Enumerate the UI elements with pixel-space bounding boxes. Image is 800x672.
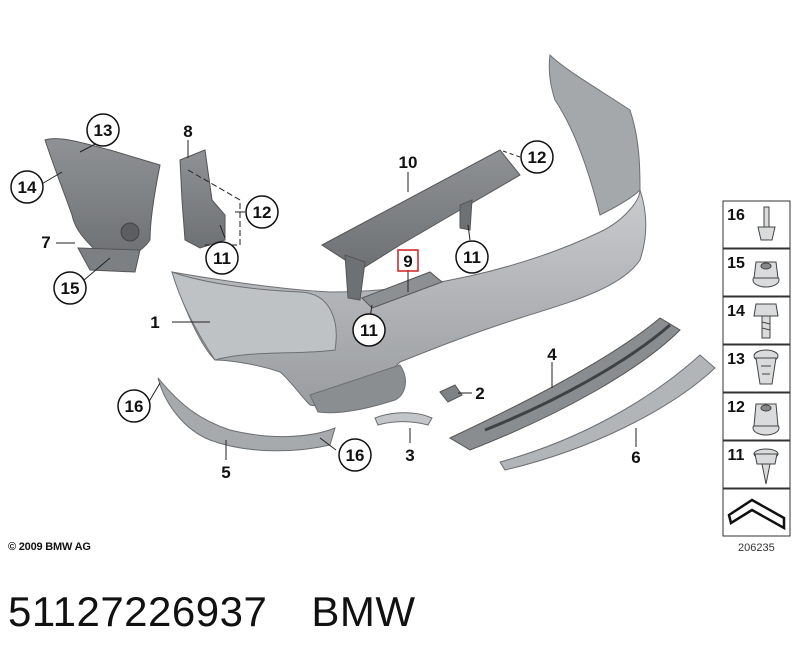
callout-6: 6: [631, 448, 640, 467]
callout-11-left: 11: [213, 249, 231, 268]
callout-9: 9: [403, 252, 412, 271]
left-bracket-part: [44, 138, 161, 273]
trim-3-part: [374, 412, 433, 426]
highlight-box-9: [397, 249, 419, 272]
screw-icon: [753, 448, 779, 485]
brand-name: BMW: [311, 588, 416, 635]
callout-16-right: 16: [346, 446, 365, 465]
callouts: 13 14 15 11 12 12 11 11 16 16 1 2 3 4 5 …: [10, 113, 641, 482]
guide-bracket-part: [179, 149, 226, 249]
callout-8: 8: [183, 122, 192, 141]
callout-3: 3: [405, 446, 414, 465]
callout-12-left: 12: [253, 203, 272, 222]
legend-item-15: 15: [727, 255, 745, 272]
callout-13: 13: [94, 121, 113, 140]
part-number: 51127226937: [8, 588, 268, 635]
callout-15: 15: [61, 279, 80, 298]
trim-strip-6-part: [499, 354, 716, 471]
legend-item-11: 11: [728, 447, 745, 464]
callout-1: 1: [150, 313, 159, 332]
carrier-part: [321, 149, 521, 301]
fastener-legend: 16 15 14 13 12 11: [722, 200, 791, 537]
callout-10: 10: [399, 153, 418, 172]
leader-lines: [39, 139, 637, 460]
reinforcement-part-9: [361, 271, 443, 309]
hex-nut-icon: [752, 403, 780, 436]
callout-7: 7: [41, 233, 50, 252]
callout-11-right: 11: [463, 248, 481, 267]
callout-11-center: 11: [360, 321, 378, 340]
flange-nut-icon: [752, 261, 780, 288]
hex-bolt-icon: [753, 303, 779, 339]
callout-4: 4: [547, 345, 557, 364]
copyright-notice: © 2009 BMW AG: [8, 541, 91, 553]
legend-item-14: 14: [727, 303, 745, 320]
bumper-trim-panel: [171, 53, 647, 414]
clip-2-part: [439, 384, 463, 403]
quantity-symbol-icon: [727, 498, 786, 531]
diffuser-4-part: [448, 317, 681, 451]
diagram-id: 206235: [738, 542, 775, 554]
part-caption: 51127226937 BMW: [8, 588, 459, 636]
callout-5: 5: [221, 463, 230, 482]
callout-14: 14: [18, 178, 37, 197]
callout-2: 2: [475, 384, 484, 403]
expansion-rivet-icon: [757, 206, 776, 241]
callout-12-right: 12: [528, 148, 547, 167]
spring-nut-icon: [753, 349, 779, 385]
callout-16-left: 16: [125, 397, 144, 416]
legend-item-16: 16: [727, 207, 745, 224]
legend-item-13: 13: [727, 351, 745, 368]
legend-item-12: 12: [727, 399, 745, 416]
